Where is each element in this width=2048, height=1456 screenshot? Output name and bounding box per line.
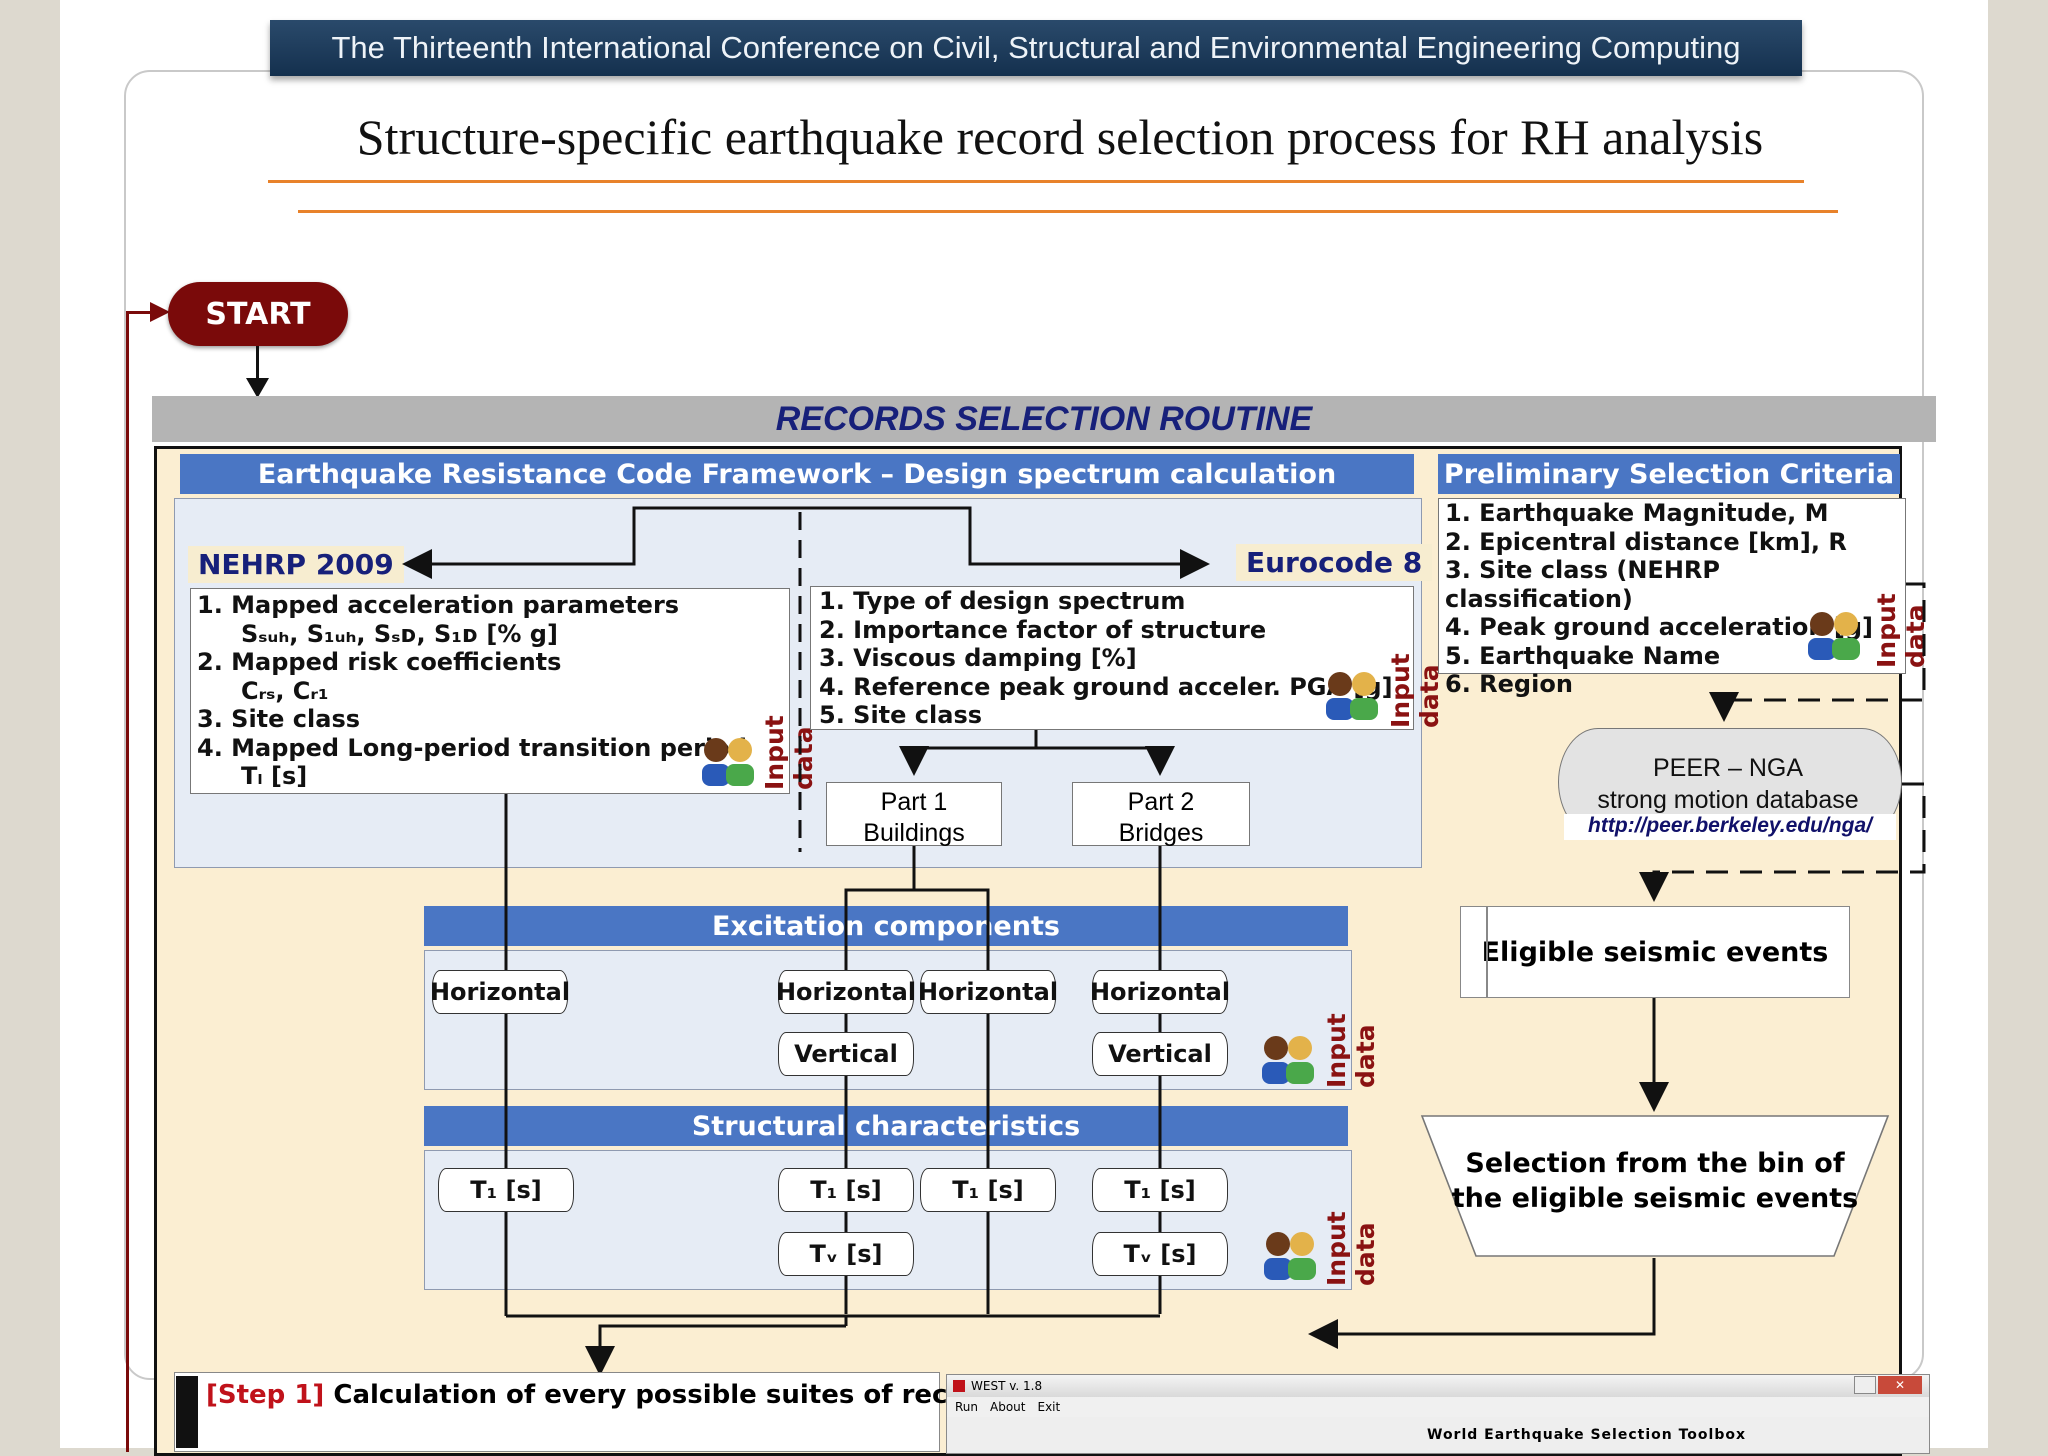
menu-about[interactable]: About [990,1400,1026,1414]
t1-period: T₁ [s] [920,1168,1056,1212]
criteria-item: 3. Site class (NEHRP classification) [1445,556,1720,613]
user-group-icon [1318,666,1388,722]
eurocode-item: 5. Site class [819,701,983,729]
part2-subtitle: Bridges [1118,819,1204,847]
t1-period: T₁ [s] [438,1168,574,1212]
tv-period: Tᵥ [s] [778,1232,914,1276]
close-button[interactable]: ✕ [1878,1376,1922,1394]
part2-box: Part 2 Bridges [1072,782,1250,847]
title-underline-2 [298,210,1838,213]
eurocode-item: 1. Type of design spectrum [819,587,1186,615]
criteria-item: 4. Peak ground acceleration [g] [1445,613,1873,641]
routine-title-bar: RECORDS SELECTION ROUTINE [152,396,1936,442]
window-title: WEST v. 1.8 [971,1379,1043,1393]
database-name: PEER – NGA [1652,754,1804,782]
window-menubar: Run About Exit [947,1397,1929,1417]
nehrp-item: Cᵣₛ, Cᵣ₁ [241,676,329,705]
criteria-item: 6. Region [1445,670,1573,698]
start-terminator: START [168,282,348,346]
minimize-button[interactable] [1854,1376,1876,1394]
vertical-component: Vertical [1092,1032,1228,1076]
criteria-item: 5. Earthquake Name [1445,641,1721,670]
part1-box: Part 1 Buildings [826,782,1002,847]
loop-arrowhead [150,302,170,322]
eligible-events-box: Eligible seismic events [1460,906,1850,998]
user-group-icon [1254,1030,1324,1086]
horizontal-component: Horizontal [918,970,1058,1014]
conference-banner: The Thirteenth International Conference … [270,20,1802,76]
t1-period: T₁ [s] [1092,1168,1228,1212]
app-caption: World Earthquake Selection Toolbox [1427,1427,1746,1443]
user-group-icon [1256,1226,1326,1282]
selection-line-2: the eligible seismic events [1451,1183,1859,1214]
part2-title: Part 2 [1127,788,1195,816]
nehrp-item: 2. Mapped risk coefficients [197,648,562,676]
excitation-header: Excitation components [424,906,1348,946]
menu-run[interactable]: Run [955,1400,979,1414]
vertical-component: Vertical [778,1032,914,1076]
selection-line-1: Selection from the bin of [1465,1148,1845,1179]
criteria-item: 1. Earthquake Magnitude, M [1445,499,1829,527]
slide-title: Structure-specific earthquake record sel… [356,109,1764,165]
eurocode-item: 3. Viscous damping [%] [819,644,1137,672]
menu-exit[interactable]: Exit [1037,1400,1061,1414]
horizontal-component: Horizontal [1090,970,1230,1014]
start-arrowhead [246,378,269,398]
excitation-input-label: Input data [1322,1013,1380,1088]
nehrp-item: 1. Mapped acceleration parameters [197,591,680,619]
app-icon [953,1380,965,1392]
nehrp-item: 4. Mapped Long-period transition period [197,733,747,762]
horizontal-component: Horizontal [776,970,916,1014]
eurocode-item: 2. Importance factor of structure [819,615,1267,644]
start-arrow-line [256,346,259,382]
database-caption: PEER – NGA strong motion database [1578,752,1878,816]
nehrp-label: NEHRP 2009 [188,546,404,583]
selection-trapezoid [1420,1115,1890,1257]
database-description: strong motion database [1597,786,1859,814]
eurocode-label: Eurocode 8 [1236,544,1433,581]
title-underline [268,180,1804,183]
step1-box [174,1372,940,1452]
step1-marker [176,1376,198,1448]
tv-period: Tᵥ [s] [1092,1232,1228,1276]
nehrp-item: Tₗ [s] [241,762,308,790]
horizontal-component: Horizontal [430,970,570,1014]
part1-subtitle: Buildings [863,819,965,847]
database-url[interactable]: http://peer.berkeley.edu/nga/ [1564,814,1896,840]
step1-caption: [Step 1] Calculation of every possible s… [206,1380,1023,1410]
part1-title: Part 1 [880,788,948,816]
user-group-icon [1800,606,1870,662]
code-framework-header: Earthquake Resistance Code Framework – D… [180,454,1414,494]
t1-period: T₁ [s] [778,1168,914,1212]
loop-back-connector [126,311,154,314]
structural-header: Structural characteristics [424,1106,1348,1146]
window-titlebar: WEST v. 1.8 [947,1375,1929,1397]
step1-tag: [Step 1] [206,1380,325,1410]
structural-input-label: Input data [1322,1211,1380,1286]
nehrp-item: 3. Site class [197,705,361,733]
step1-text: Calculation of every possible suites of … [333,1380,1023,1410]
user-group-icon [694,732,764,788]
loop-back-line [126,312,129,1452]
eligible-box-divider [1486,906,1488,998]
west-app-window: WEST v. 1.8 Run About Exit World Earthqu… [946,1374,1930,1454]
nehrp-item: Sₛᵤₕ, S₁ᵤₕ, Sₛᴅ, S₁ᴅ [% g] [241,619,558,648]
preliminary-header: Preliminary Selection Criteria [1438,454,1900,494]
selection-caption: Selection from the bin of the eligible s… [1450,1146,1860,1216]
eurocode-item: 4. Reference peak ground acceler. PGA [g… [819,672,1393,701]
criteria-item: 2. Epicentral distance [km], R [1445,527,1847,556]
